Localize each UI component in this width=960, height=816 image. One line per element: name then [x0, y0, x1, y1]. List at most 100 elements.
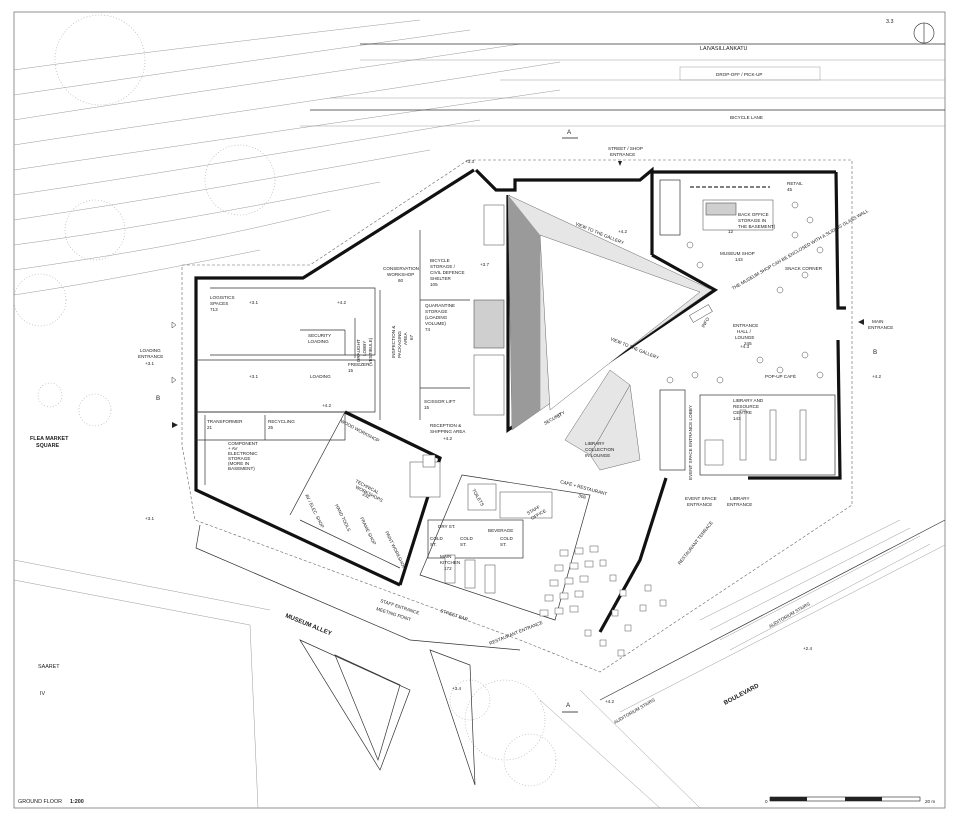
- svg-text:LIBRARY: LIBRARY: [730, 496, 750, 501]
- svg-text:STREET BAR: STREET BAR: [440, 608, 470, 622]
- svg-text:LOADING: LOADING: [308, 339, 329, 344]
- svg-text:+3.1: +3.1: [145, 361, 155, 366]
- laivasillankatu-street: LAIVASILLANKATU DROP-OFF / PICK-UP BICYC…: [300, 43, 945, 127]
- svg-text:SECURITY: SECURITY: [308, 333, 331, 338]
- svg-text:+4.2: +4.2: [322, 403, 332, 408]
- svg-text:308: 308: [578, 493, 587, 500]
- svg-text:+2.4: +2.4: [803, 646, 813, 651]
- svg-text:RESTAURANT TERRACE: RESTAURANT TERRACE: [677, 520, 714, 566]
- contour-lines: [13, 19, 561, 296]
- svg-text:BEVERAGE: BEVERAGE: [488, 528, 513, 533]
- svg-text:SQUARE: SQUARE: [36, 443, 59, 449]
- svg-text:0: 0: [765, 799, 768, 804]
- stair-north: [483, 204, 505, 246]
- svg-text:DRY ST.: DRY ST.: [438, 524, 455, 529]
- svg-text:+ AV: + AV: [228, 446, 238, 451]
- svg-text:SHIPPING AREA: SHIPPING AREA: [430, 429, 466, 434]
- shop-furniture: [659, 179, 824, 294]
- svg-text:ENTRANCE: ENTRANCE: [733, 323, 758, 328]
- svg-text:POP-UP CAFÉ: POP-UP CAFÉ: [765, 373, 796, 379]
- stair-core: [473, 354, 505, 416]
- svg-text:QUARANTINE: QUARANTINE: [425, 303, 455, 308]
- svg-text:+4.2: +4.2: [618, 229, 628, 234]
- svg-text:STREET / SHOP: STREET / SHOP: [608, 146, 643, 151]
- svg-text:TRANSFORMER: TRANSFORMER: [207, 419, 243, 424]
- svg-text:AREA: AREA: [403, 332, 408, 345]
- svg-text:WOOD WORKSHOP: WOOD WORKSHOP: [340, 418, 381, 443]
- svg-text:RESOURCE: RESOURCE: [733, 404, 759, 409]
- svg-text:LOUNGE: LOUNGE: [735, 335, 754, 340]
- svg-text:COLD: COLD: [430, 536, 443, 541]
- svg-text:IN LOUNGE: IN LOUNGE: [585, 453, 610, 458]
- section-mark-a-bottom: A: [562, 702, 578, 713]
- bottom-site: [13, 519, 946, 809]
- svg-text:ST.: ST.: [460, 542, 467, 547]
- svg-text:74: 74: [425, 327, 431, 332]
- sheet-number: 3.3: [886, 19, 894, 25]
- svg-text:+4.2: +4.2: [337, 300, 347, 305]
- section-mark-b-right: B: [873, 349, 877, 356]
- svg-text:PAINT WORKSHOP: PAINT WORKSHOP: [384, 530, 407, 570]
- svg-text:ENTRANCE: ENTRANCE: [687, 502, 712, 507]
- svg-text:COMPONENT: COMPONENT: [228, 441, 258, 446]
- svg-text:LOADING: LOADING: [310, 374, 331, 379]
- svg-text:SHELTER: SHELTER: [430, 276, 452, 281]
- svg-text:BASEMENT): BASEMENT): [228, 466, 255, 471]
- trees: [13, 14, 557, 787]
- svg-text:SNACK CORNER: SNACK CORNER: [785, 266, 823, 271]
- svg-text:+3.4: +3.4: [452, 686, 462, 691]
- svg-text:STORAGE: STORAGE: [425, 309, 447, 314]
- svg-text:25: 25: [268, 425, 274, 430]
- svg-text:FLEA MARKET: FLEA MARKET: [30, 436, 69, 442]
- svg-text:STORAGE IN: STORAGE IN: [738, 218, 766, 223]
- svg-text:+4.2: +4.2: [872, 374, 882, 379]
- svg-text:STORAGE: STORAGE: [228, 456, 250, 461]
- svg-text:21: 21: [207, 425, 213, 430]
- kitchen-block: [419, 474, 591, 621]
- svg-text:DRAUGHT: DRAUGHT: [356, 339, 361, 362]
- svg-text:(VESTIBULE): (VESTIBULE): [368, 337, 373, 366]
- svg-text:CONSERVATION: CONSERVATION: [383, 266, 419, 271]
- svg-text:COLLECTION: COLLECTION: [585, 447, 614, 452]
- svg-text:INFO: INFO: [701, 316, 711, 328]
- svg-text:KITCHEN: KITCHEN: [440, 560, 460, 565]
- svg-text:45: 45: [787, 187, 793, 192]
- svg-text:ENTRANCE: ENTRANCE: [610, 152, 635, 157]
- svg-text:143: 143: [735, 257, 743, 262]
- svg-text:BOULEVARD: BOULEVARD: [723, 682, 761, 707]
- svg-text:STAFF: STAFF: [526, 504, 541, 516]
- svg-text:ELECTRONIC: ELECTRONIC: [228, 451, 258, 456]
- svg-text:RECEPTION &: RECEPTION &: [430, 423, 461, 428]
- svg-text:LOADING: LOADING: [140, 348, 161, 353]
- svg-text:ST.: ST.: [500, 542, 507, 547]
- svg-text:STORAGE /: STORAGE /: [430, 264, 456, 269]
- svg-text:INSPECTION &: INSPECTION &: [391, 326, 396, 358]
- svg-text:VOLUME): VOLUME): [425, 321, 446, 326]
- svg-text:ENTRANCE: ENTRANCE: [138, 354, 163, 359]
- svg-text:15: 15: [348, 368, 354, 373]
- svg-text:LOGISTICS: LOGISTICS: [210, 295, 235, 300]
- library-furniture: [659, 304, 836, 476]
- svg-text:AUDITORIUM STAIRS: AUDITORIUM STAIRS: [613, 697, 656, 725]
- svg-text:12: 12: [728, 229, 734, 234]
- svg-text:LOBBY: LOBBY: [362, 341, 367, 356]
- svg-text:(LOADING: (LOADING: [425, 315, 448, 320]
- svg-text:SCISSOR LIFT: SCISSOR LIFT: [424, 399, 456, 404]
- svg-text:67: 67: [409, 334, 414, 340]
- svg-text:LIBRARY: LIBRARY: [585, 441, 605, 446]
- svg-text:EVENT SPACE: EVENT SPACE: [685, 496, 717, 501]
- svg-text:CIVIL DEFENCE: CIVIL DEFENCE: [430, 270, 465, 275]
- site-boundary: [181, 159, 853, 673]
- gallery-void: [507, 194, 713, 431]
- svg-text:15: 15: [424, 405, 430, 410]
- svg-text:MUSEUM ALLEY: MUSEUM ALLEY: [284, 612, 333, 637]
- svg-text:+3.1: +3.1: [249, 374, 259, 379]
- svg-text:105: 105: [430, 282, 438, 287]
- svg-text:BICYCLE: BICYCLE: [430, 258, 450, 263]
- west-wing-partitions: [204, 230, 470, 485]
- svg-text:245: 245: [744, 341, 752, 346]
- svg-text:SPACES: SPACES: [210, 301, 228, 306]
- svg-text:232: 232: [362, 491, 372, 499]
- svg-text:FRAME SHOP: FRAME SHOP: [359, 516, 377, 545]
